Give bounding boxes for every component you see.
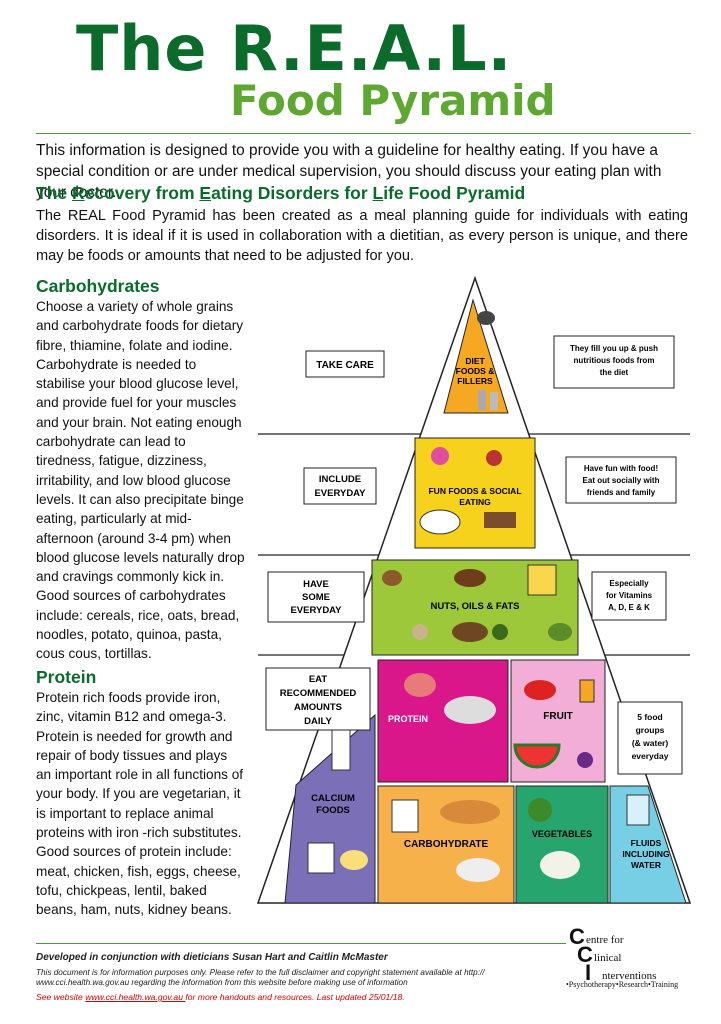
real-description: The REAL Food Pyramid has been created a… — [36, 208, 688, 264]
fluids-label-2: INCLUDING — [622, 849, 670, 859]
have-some-box — [267, 571, 365, 623]
footer-divider — [36, 943, 566, 944]
diet-label-2: FOODS & — [456, 366, 495, 376]
diet-foods-block — [443, 298, 509, 414]
diet-label-1: DIET — [465, 356, 485, 366]
cci-logo-text: entre for linical nterventions — [586, 934, 657, 982]
vitamins-1: Especially — [609, 579, 649, 588]
have-fun-3: friends and family — [587, 488, 656, 497]
fill-you-up-1: They fill you up & push — [570, 344, 658, 353]
carbohydrate-label: CARBOHYDRATE — [404, 839, 489, 850]
have-some-3: EVERYDAY — [290, 605, 342, 616]
calcium-label-1: CALCIUM — [311, 793, 355, 804]
fill-you-up-3: the diet — [600, 368, 629, 377]
footer-website-line: See website www.cci.health.wa.gov.au for… — [36, 992, 405, 1002]
footer-developed: Developed in conjunction with dieticians… — [36, 952, 388, 963]
diet-label-3: FILLERS — [457, 376, 493, 386]
have-fun-2: Eat out socially with — [583, 476, 660, 485]
svg-text:I: I — [585, 960, 591, 985]
protein-block — [377, 659, 509, 783]
vegetables-label: VEGETABLES — [532, 829, 592, 839]
fun-label-2: EATING — [459, 497, 491, 507]
fill-you-up-box — [553, 335, 675, 389]
carbohydrates-text: Choose a variety of whole grains and car… — [36, 299, 245, 662]
fruit-label: FRUIT — [543, 711, 572, 722]
have-some-1: HAVE — [303, 579, 329, 590]
eat-recommended-1: EAT — [309, 674, 327, 685]
vegetables-block — [515, 785, 609, 904]
protein-text: Protein rich foods provide iron, zinc, v… — [36, 690, 244, 918]
nuts-label: NUTS, OILS & FATS — [430, 601, 519, 612]
footer-disclaimer: This document is for information purpose… — [36, 968, 485, 987]
fun-label-1: FUN FOODS & SOCIAL — [428, 486, 521, 496]
svg-text:C: C — [569, 926, 585, 949]
have-some-2: SOME — [302, 592, 330, 603]
cci-logo-letters: C C I — [569, 926, 593, 985]
vitamins-box — [591, 571, 667, 621]
have-fun-1: Have fun with food! — [584, 464, 658, 473]
protein-label: PROTEIN — [388, 714, 428, 724]
include-everyday-1: INCLUDE — [319, 474, 361, 485]
fluids-label-3: WATER — [631, 860, 661, 870]
eat-recommended-4: DAILY — [304, 716, 332, 727]
vitamins-2: for Vitamins — [606, 591, 653, 600]
svg-text:C: C — [577, 942, 593, 967]
include-everyday-box — [303, 467, 377, 505]
fill-you-up-2: nutritious foods from — [574, 356, 655, 365]
five-groups-3: (& water) — [632, 738, 669, 748]
have-fun-box — [565, 456, 677, 504]
take-care-text: TAKE CARE — [316, 360, 374, 371]
cci-logo-subtitle: •Psychotherapy•Research•Training — [566, 980, 679, 989]
fluids-label-1: FLUIDS — [631, 838, 662, 848]
five-groups-box — [617, 701, 683, 775]
carbohydrates-heading: Carbohydrates — [36, 276, 160, 296]
calcium-label-2: FOODS — [316, 805, 350, 816]
food-illustrations — [307, 311, 650, 882]
vitamins-3: A, D, E & K — [608, 603, 650, 612]
include-everyday-2: EVERYDAY — [314, 488, 366, 499]
five-groups-1: 5 food — [637, 712, 663, 722]
eat-recommended-2: RECOMMENDED — [280, 688, 357, 699]
protein-heading: Protein — [36, 667, 97, 687]
eat-recommended-3: AMOUNTS — [294, 702, 342, 713]
five-groups-4: everyday — [632, 751, 669, 761]
take-care-box — [305, 350, 385, 378]
intro-text: This information is designed to provide … — [36, 142, 662, 201]
eat-recommended-box — [265, 667, 371, 731]
real-heading: The Recovery from Eating Disorders for L… — [36, 183, 526, 203]
five-groups-2: groups — [636, 725, 665, 735]
title-divider — [36, 133, 691, 134]
website-link[interactable]: www.cci.health.wa.gov.au — [85, 992, 186, 1002]
title-line-1: The R.E.A.L. — [76, 12, 513, 85]
title-line-2: Food Pyramid — [230, 76, 556, 125]
